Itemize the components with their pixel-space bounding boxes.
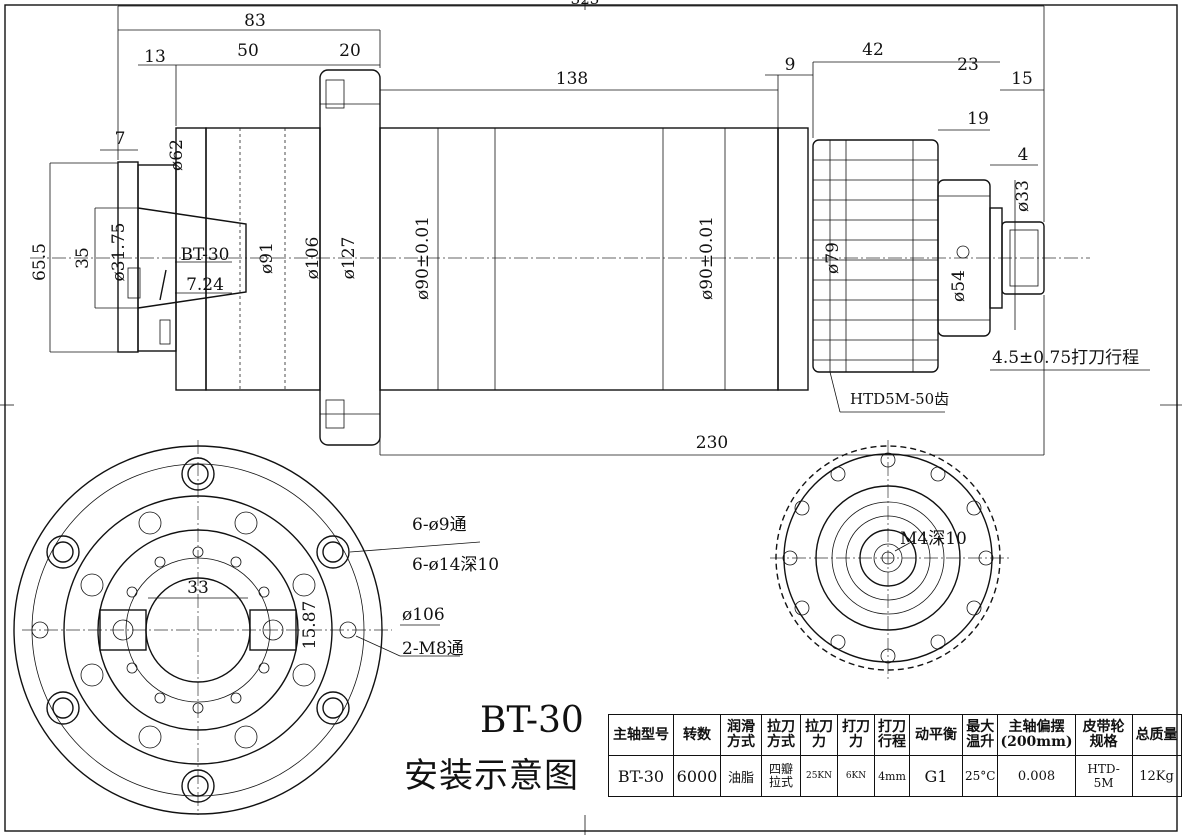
spec-value-balance: G1 bbox=[909, 755, 963, 797]
dim-65-5: 65.5 bbox=[30, 243, 50, 281]
spec-header-cell: 主轴偏摆(200mm) bbox=[997, 714, 1076, 756]
drawing-border bbox=[4, 4, 1178, 832]
label-bt30-taper: BT-30 bbox=[180, 245, 229, 265]
dim-7-24: 7.24 bbox=[186, 275, 224, 295]
dim-phi33: ø33 bbox=[1013, 180, 1033, 212]
spec-value-model: BT-30 bbox=[608, 755, 674, 797]
spec-header-cell: 最大温升 bbox=[961, 714, 999, 756]
dim-7: 7 bbox=[115, 129, 126, 149]
spec-header-cell: 打刀力 bbox=[837, 714, 875, 756]
drawbar-end bbox=[1001, 221, 1045, 295]
spec-header-cell: 皮带轮规格 bbox=[1074, 714, 1133, 756]
dim-19: 19 bbox=[967, 109, 989, 129]
dim-top-overall: 323 bbox=[571, 0, 600, 8]
spec-value-clamp-type: 四瓣拉式 bbox=[761, 755, 801, 797]
outer-flange bbox=[13, 445, 383, 815]
dim-4: 4 bbox=[1018, 145, 1029, 165]
spec-value-weight: 12Kg bbox=[1131, 755, 1182, 797]
note-drawbar-stroke: 4.5±0.75打刀行程 bbox=[992, 348, 1139, 368]
dim-138: 138 bbox=[556, 69, 588, 89]
spec-value-speed: 6000 bbox=[673, 755, 721, 797]
bt30-taper bbox=[137, 207, 247, 309]
dim-23: 23 bbox=[957, 55, 979, 75]
pulley-teeth bbox=[775, 445, 1001, 671]
dim-phi90-rear: ø90±0.01 bbox=[697, 216, 717, 300]
dim-13: 13 bbox=[144, 47, 166, 67]
spec-header-cell: 总质量 bbox=[1131, 714, 1182, 756]
dim-15-87: 15.87 bbox=[300, 601, 320, 650]
dim-33: 33 bbox=[187, 578, 209, 598]
spec-value-clamp-force: 25KN bbox=[800, 755, 838, 797]
spec-value-temp-rise: 25°C bbox=[961, 755, 999, 797]
spec-value-runout: 0.008 bbox=[997, 755, 1076, 797]
spec-value-pulley: HTD-5M bbox=[1074, 755, 1133, 797]
dim-35: 35 bbox=[73, 247, 93, 269]
dim-20: 20 bbox=[339, 41, 361, 61]
spec-header-cell: 拉刀方式 bbox=[761, 714, 801, 756]
side-view: 323 83 13 50 20 138 9 42 23 15 19 4 7 ø6… bbox=[30, 0, 1150, 456]
note-m4-depth: M4深10 bbox=[900, 529, 967, 549]
dim-phi91: ø91 bbox=[257, 242, 277, 274]
dim-83: 83 bbox=[244, 11, 266, 31]
spec-table: 主轴型号 转数 润滑方式 拉刀方式 拉刀力 打刀力 打刀行程 动平衡 最大温升 … bbox=[608, 714, 1182, 797]
dim-phi54: ø54 bbox=[949, 270, 969, 302]
dim-phi79: ø79 bbox=[823, 242, 843, 274]
dim-phi31-75: ø31.75 bbox=[109, 223, 129, 282]
dim-9: 9 bbox=[785, 55, 796, 75]
rear-cap bbox=[777, 127, 809, 391]
rear-view: M4深10 bbox=[770, 440, 1010, 680]
dim-phi62: ø62 bbox=[167, 139, 187, 171]
dim-230: 230 bbox=[696, 433, 728, 453]
dim-42: 42 bbox=[862, 40, 884, 60]
spec-header-cell: 转数 bbox=[673, 714, 721, 756]
title-installation-diagram: 安装示意图 bbox=[404, 756, 579, 796]
note-m8-through: 2-M8通 bbox=[402, 639, 464, 659]
spec-header-cell: 主轴型号 bbox=[608, 714, 674, 756]
title-model: BT-30 bbox=[480, 700, 584, 741]
spec-value-stroke: 4mm bbox=[874, 755, 910, 797]
spec-header-cell: 动平衡 bbox=[909, 714, 963, 756]
note-htd-pulley: HTD5M-50齿 bbox=[850, 390, 949, 408]
note-holes-counterbore: 6-ø14深10 bbox=[412, 555, 499, 575]
dim-50: 50 bbox=[237, 41, 259, 61]
spec-header-cell: 打刀行程 bbox=[874, 714, 910, 756]
spindle-body bbox=[379, 127, 779, 391]
spec-value-row: BT-30 6000 油脂 四瓣拉式 25KN 6KN 4mm G1 25°C … bbox=[608, 755, 1182, 797]
spec-header-cell: 拉刀力 bbox=[800, 714, 838, 756]
spec-header-cell: 润滑方式 bbox=[720, 714, 762, 756]
dim-phi90-front: ø90±0.01 bbox=[413, 216, 433, 300]
spec-header-row: 主轴型号 转数 润滑方式 拉刀方式 拉刀力 打刀力 打刀行程 动平衡 最大温升 … bbox=[608, 714, 1182, 756]
note-holes-through: 6-ø9通 bbox=[412, 515, 467, 535]
dim-15: 15 bbox=[1011, 69, 1033, 89]
spec-value-lubrication: 油脂 bbox=[720, 755, 762, 797]
dim-phi106: ø106 bbox=[303, 237, 323, 280]
dim-front-phi106: ø106 bbox=[402, 605, 445, 625]
dim-phi127: ø127 bbox=[339, 237, 359, 280]
front-view: 6-ø9通 6-ø14深10 33 15.87 ø106 2-M8通 bbox=[13, 440, 499, 815]
spec-value-release-force: 6KN bbox=[837, 755, 875, 797]
